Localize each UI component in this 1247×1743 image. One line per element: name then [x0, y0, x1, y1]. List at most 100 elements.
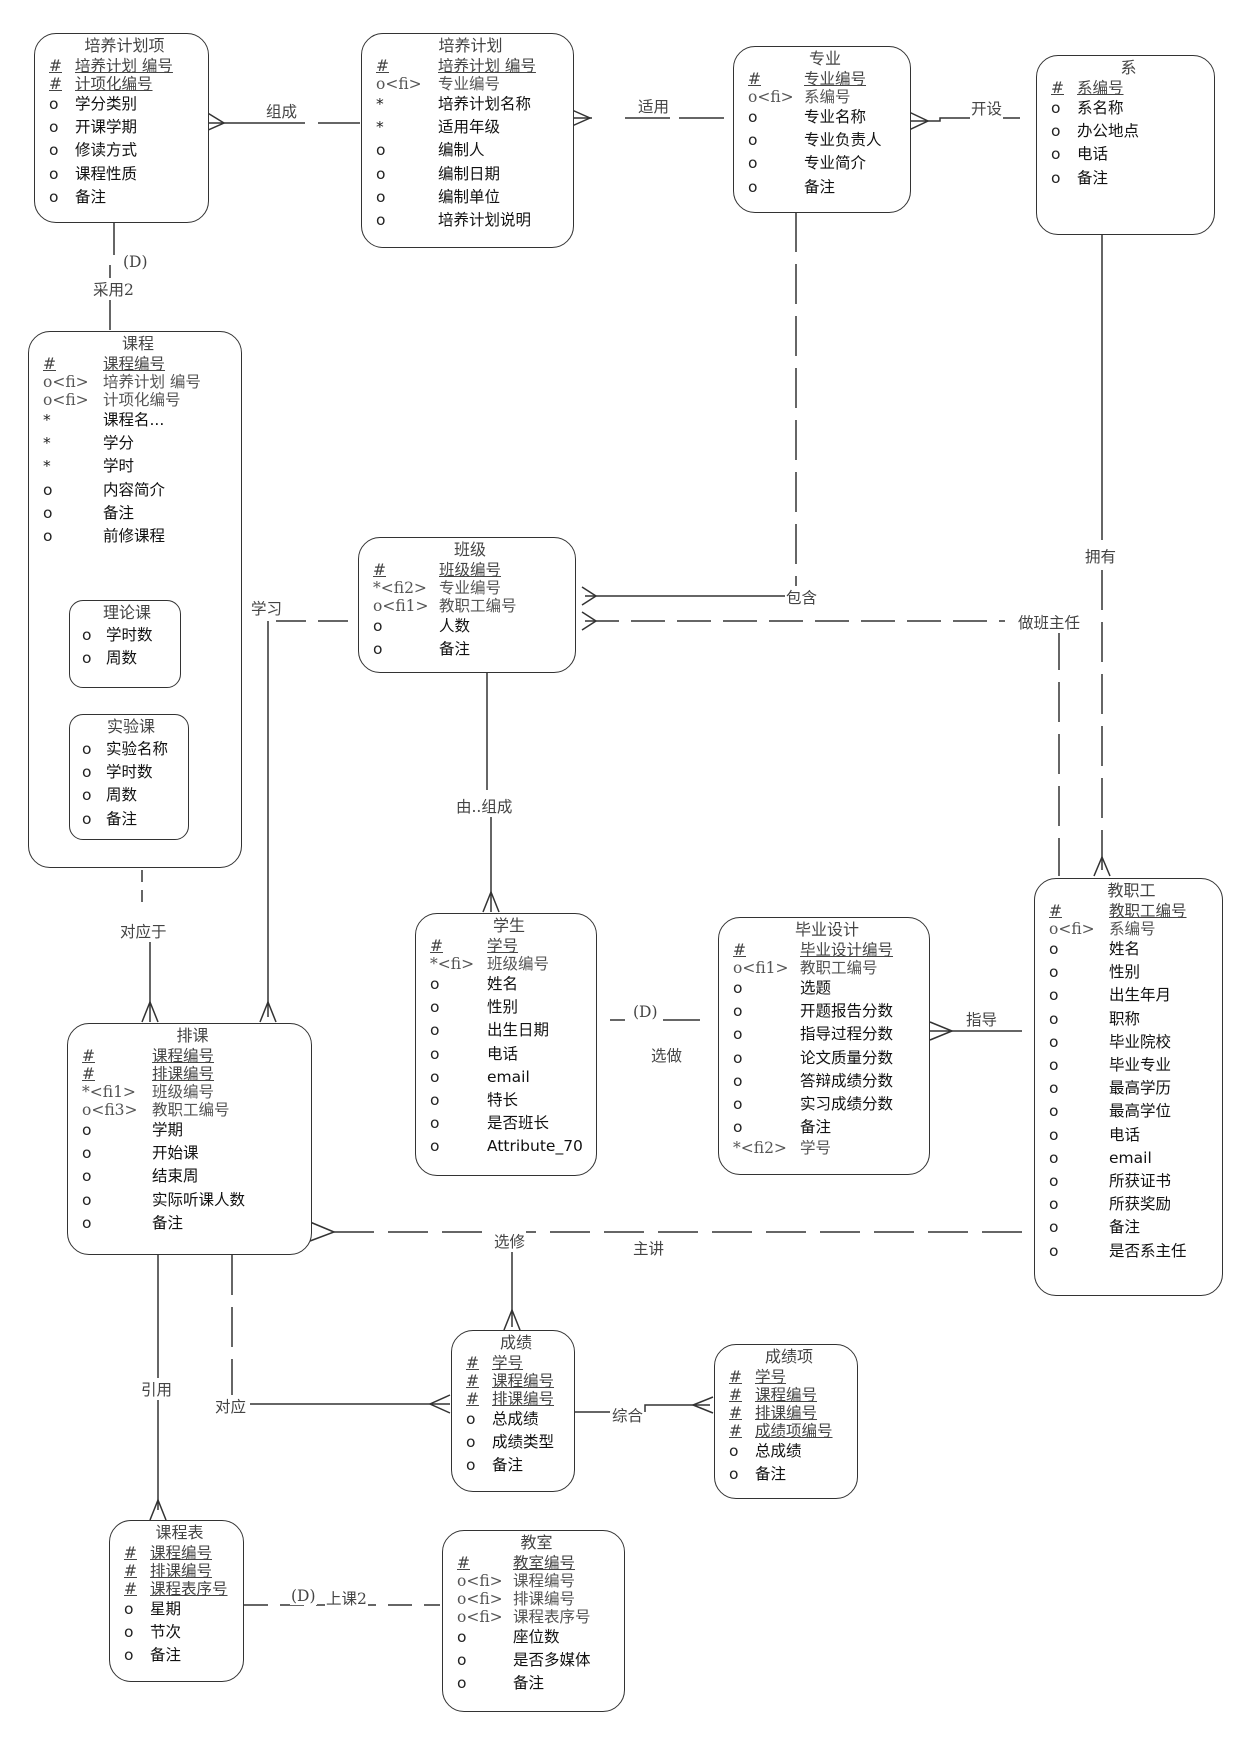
- crowfoot-yongyou: [1093, 855, 1111, 877]
- entity-title: 专业: [808, 49, 841, 68]
- attribute-name: 学号: [800, 1139, 832, 1158]
- attribute-name: 专业编号: [439, 579, 502, 597]
- attribute-marker: o: [376, 211, 386, 230]
- attribute-row: o<fi1>教职工编号: [733, 959, 921, 977]
- attribute-row: o<fi>计项化编号: [43, 391, 233, 409]
- attribute-name: 教职工编号: [800, 959, 878, 977]
- attribute-name: 周数: [106, 786, 138, 805]
- attribute-name: 专业编号: [438, 75, 501, 93]
- attribute-marker: #: [466, 1354, 479, 1372]
- attribute-name: 课程名...: [103, 411, 165, 429]
- attribute-marker: o: [430, 1114, 440, 1133]
- attribute-name: 专业名称: [804, 108, 867, 126]
- rel-label-caiyong2: 采用2: [92, 278, 135, 300]
- attribute-name: 最高学位: [1109, 1102, 1172, 1121]
- attribute-marker: o: [82, 626, 92, 644]
- attribute-row: #课程表序号: [124, 1580, 235, 1598]
- attribute-marker: o: [1049, 940, 1059, 958]
- attribute-marker: #: [729, 1422, 742, 1440]
- attribute-row: o 姓名: [1049, 938, 1214, 961]
- attribute-name: 备注: [106, 809, 138, 828]
- attribute-marker: o<fi>: [457, 1590, 503, 1608]
- attribute-marker: o: [733, 1048, 743, 1067]
- attribute-marker: o: [1049, 1125, 1059, 1144]
- attribute-marker: o: [82, 649, 92, 668]
- rel-label-kaishe: 开设: [970, 97, 1004, 119]
- attribute-row: #计项化编号: [49, 75, 200, 93]
- attribute-marker: o: [1051, 168, 1061, 187]
- attribute-name: 姓名: [487, 975, 519, 993]
- rel-label-duiying: 对应: [214, 1395, 248, 1417]
- rel-label-zhidao: 指导: [965, 1008, 999, 1030]
- attribute-name: 排课编号: [492, 1390, 555, 1408]
- attribute-name: 特长: [487, 1091, 519, 1110]
- attribute-name: 适用年级: [438, 118, 501, 137]
- attribute-marker: o: [457, 1651, 467, 1670]
- attribute-marker: o: [82, 1167, 92, 1186]
- attribute-name: 系编号: [1109, 920, 1156, 938]
- attribute-row: * 课程名...: [43, 409, 233, 432]
- attribute-marker: o: [49, 164, 59, 183]
- entity-title: 成绩: [499, 1333, 532, 1352]
- attribute-marker: o<fi>: [1049, 920, 1095, 938]
- attribute-marker: #: [748, 70, 761, 88]
- attribute-name: 姓名: [1109, 940, 1141, 958]
- attribute-marker: o: [1051, 145, 1061, 164]
- attribute-name: Attribute_70: [487, 1137, 583, 1156]
- attribute-marker: o<fi>: [43, 373, 89, 391]
- attribute-marker: #: [729, 1386, 742, 1404]
- attribute-name: 培养计划 编号: [75, 57, 173, 75]
- attribute-name: 排课编号: [152, 1065, 215, 1083]
- attribute-name: 课程表序号: [513, 1608, 591, 1626]
- rel-label-shangke2-qualifier: (D): [290, 1587, 317, 1605]
- attribute-marker: *<fi>: [430, 955, 475, 973]
- attribute-name: 性别: [1109, 963, 1141, 982]
- attribute-marker: #: [729, 1368, 742, 1386]
- attribute-marker: *: [43, 411, 51, 429]
- attribute-marker: *: [43, 434, 51, 453]
- attribute-marker: *: [43, 457, 51, 476]
- rel-label-xuexi: 学习: [250, 597, 284, 619]
- attribute-marker: o: [1049, 1172, 1059, 1191]
- attribute-marker: o: [466, 1433, 476, 1452]
- attribute-marker: o: [49, 187, 59, 206]
- attribute-name: 毕业设计编号: [800, 941, 894, 959]
- entity-title: 培养计划: [438, 36, 503, 55]
- attribute-name: 系名称: [1077, 99, 1124, 117]
- attribute-name: 办公地点: [1077, 122, 1140, 141]
- attribute-row: o<fi>系编号: [748, 88, 902, 106]
- attribute-name: 备注: [152, 1213, 184, 1232]
- attribute-marker: o: [748, 177, 758, 196]
- attribute-name: email: [487, 1067, 530, 1086]
